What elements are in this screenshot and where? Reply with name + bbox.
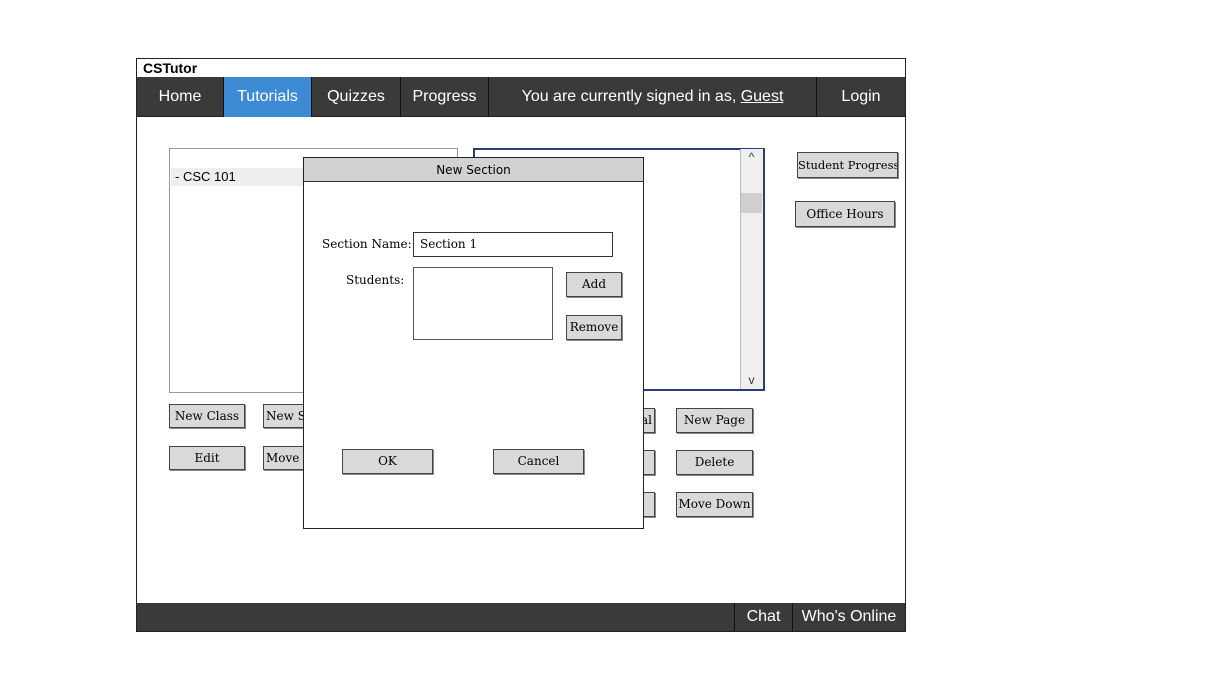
- footer-bar: Chat Who's Online: [137, 603, 905, 631]
- new-page-button[interactable]: New Page: [676, 408, 753, 433]
- signin-prefix: You are currently signed in as,: [521, 88, 741, 105]
- signin-status: You are currently signed in as, Guest: [489, 77, 817, 117]
- login-button[interactable]: Login: [841, 88, 881, 105]
- signin-user-link[interactable]: Guest: [740, 88, 784, 105]
- scrollbar-thumb[interactable]: [741, 193, 762, 213]
- new-class-button[interactable]: New Class: [169, 404, 245, 428]
- section-name-input[interactable]: Section 1: [413, 232, 613, 257]
- students-label: Students:: [346, 273, 405, 287]
- scroll-up-icon[interactable]: ^: [748, 150, 755, 164]
- chat-button[interactable]: Chat: [734, 603, 792, 631]
- scroll-down-icon[interactable]: v: [748, 373, 755, 387]
- whos-online-button[interactable]: Who's Online: [792, 603, 905, 631]
- top-navbar: Home Tutorials Quizzes Progress You are …: [137, 77, 905, 117]
- nav-home[interactable]: Home: [137, 77, 224, 117]
- dialog-title: New Section: [304, 158, 643, 182]
- office-hours-button[interactable]: Office Hours: [795, 201, 895, 227]
- app-title: CSTutor: [143, 60, 198, 76]
- tree-item-csc101[interactable]: - CSC 101: [171, 168, 311, 186]
- student-progress-button[interactable]: Student Progress: [797, 152, 898, 178]
- ok-button[interactable]: OK: [342, 449, 433, 474]
- content-scrollbar[interactable]: [740, 149, 763, 389]
- remove-student-button[interactable]: Remove: [566, 315, 622, 340]
- nav-tutorials[interactable]: Tutorials: [224, 77, 312, 117]
- cancel-button[interactable]: Cancel: [493, 449, 584, 474]
- section-name-label: Section Name:: [322, 237, 412, 251]
- move-down-button[interactable]: Move Down: [676, 492, 753, 517]
- delete-button[interactable]: Delete: [676, 450, 753, 475]
- nav-quizzes[interactable]: Quizzes: [312, 77, 401, 117]
- students-list[interactable]: [413, 267, 553, 340]
- edit-button[interactable]: Edit: [169, 446, 245, 470]
- nav-progress[interactable]: Progress: [401, 77, 489, 117]
- add-student-button[interactable]: Add: [566, 272, 622, 297]
